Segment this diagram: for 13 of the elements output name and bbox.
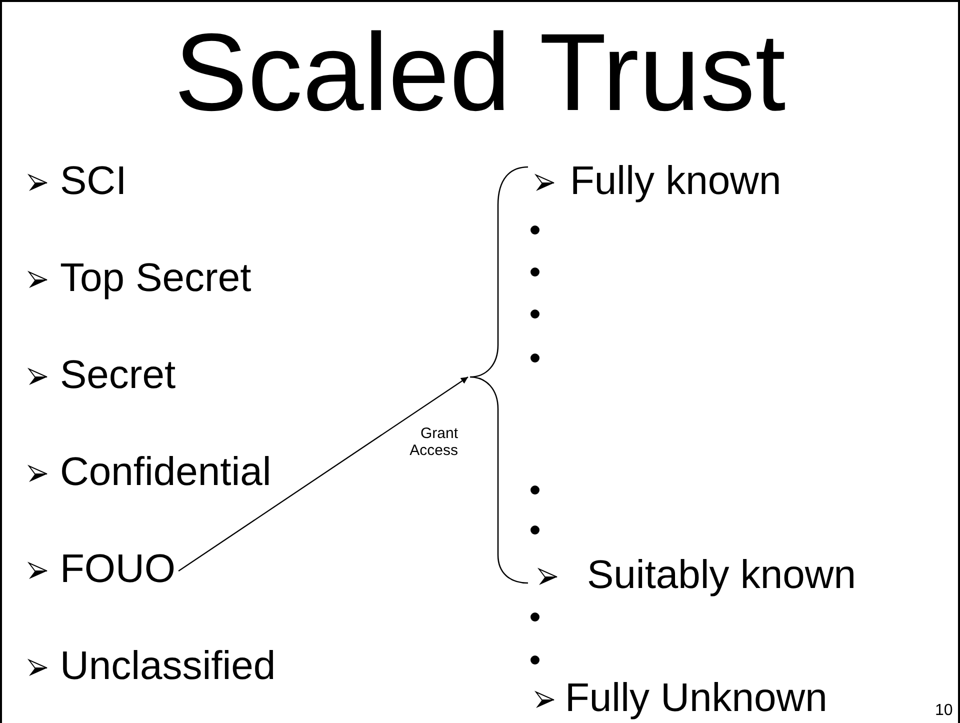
list-item: Suitably known [587,555,856,595]
list-item: Fully Unknown [565,678,828,718]
list-item: Unclassified [60,646,276,686]
list-item: SCI [60,161,127,201]
edge-label: Grant Access [408,425,458,460]
list-item: FOUO [60,549,176,589]
list-item: Top Secret [60,258,252,298]
page-number: 10 [935,703,953,720]
list-item: Confidential [60,452,272,492]
arrow [178,376,468,572]
slide-title: Scaled Trust [173,18,787,128]
list-item: Fully known [570,161,782,201]
list-item: Secret [60,355,176,395]
